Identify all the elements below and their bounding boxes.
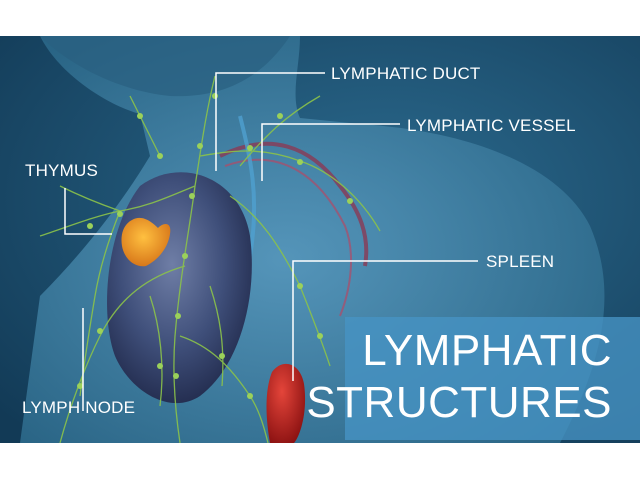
leader-lines — [64, 72, 478, 411]
neck-shadow — [40, 36, 290, 97]
label-spleen: SPLEEN — [486, 252, 555, 271]
label-thymus: THYMUS — [25, 161, 98, 180]
title-panel: LYMPHATIC STRUCTURES — [306, 317, 640, 440]
leader-line-thymus — [64, 188, 112, 235]
thymus-gland — [121, 217, 171, 267]
blood-vessel — [238, 115, 257, 257]
leader-line-lymphatic-vessel — [261, 123, 400, 181]
title-line-1: LYMPHATIC — [362, 326, 612, 375]
leader-line-lymphatic-duct — [215, 72, 325, 171]
spleen-organ — [266, 363, 306, 443]
leader-line-spleen — [292, 260, 478, 381]
title-line-2: STRUCTURES — [306, 378, 612, 427]
illustration: LYMPHATIC DUCT LYMPHATIC VESSEL THYMUS S… — [0, 36, 640, 443]
label-lymphatic-vessel: LYMPHATIC VESSEL — [407, 116, 576, 135]
label-lymph-node: LYMPH NODE — [22, 398, 136, 417]
lymph-nodes — [77, 93, 353, 399]
blood-vessel — [224, 158, 353, 317]
label-lymphatic-duct: LYMPHATIC DUCT — [331, 64, 481, 83]
